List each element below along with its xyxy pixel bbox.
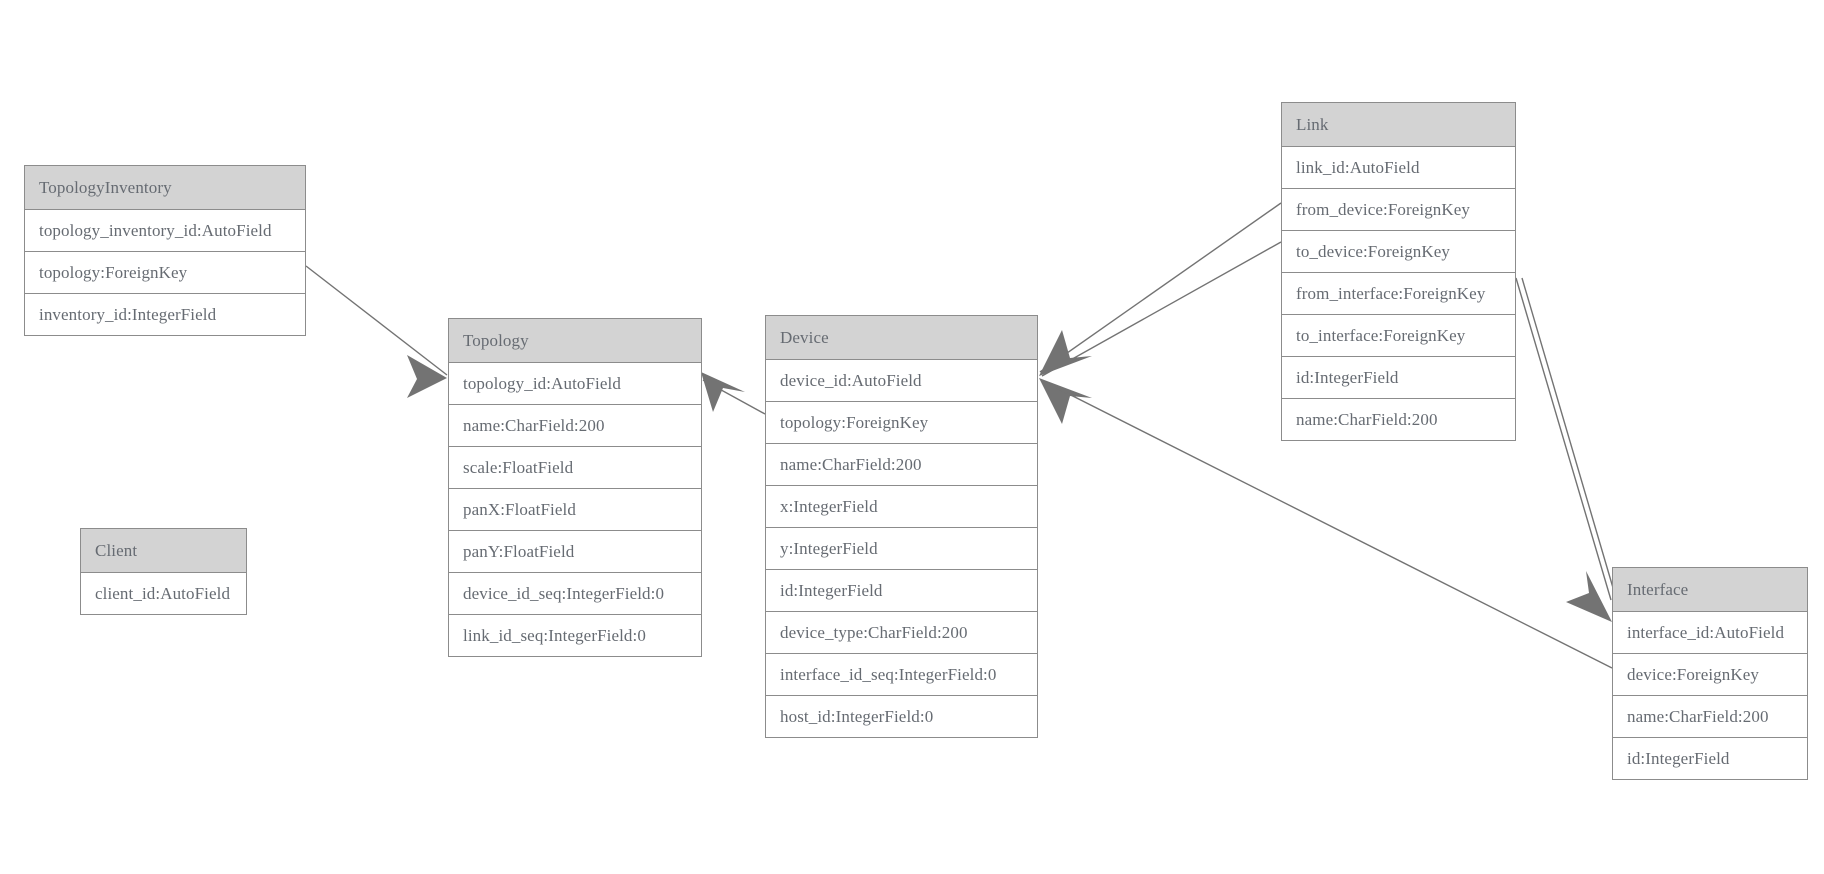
- entity-title-topology: Topology: [449, 319, 701, 363]
- field-row[interactable]: to_interface:ForeignKey: [1282, 314, 1515, 356]
- entity-fields-client: client_id:AutoField: [81, 573, 246, 614]
- field-row[interactable]: device_id:AutoField: [766, 360, 1037, 401]
- entity-interface[interactable]: Interface interface_id:AutoField device:…: [1612, 567, 1808, 780]
- relationship-link-to-device: [1041, 241, 1282, 377]
- entity-title-topology-inventory: TopologyInventory: [25, 166, 305, 210]
- entity-device[interactable]: Device device_id:AutoField topology:Fore…: [765, 315, 1038, 738]
- entity-fields-interface: interface_id:AutoField device:ForeignKey…: [1613, 612, 1807, 779]
- field-row[interactable]: device_id_seq:IntegerField:0: [449, 572, 701, 614]
- field-row[interactable]: id:IntegerField: [766, 569, 1037, 611]
- field-row[interactable]: id:IntegerField: [1282, 356, 1515, 398]
- field-row[interactable]: device_type:CharField:200: [766, 611, 1037, 653]
- entity-topology-inventory[interactable]: TopologyInventory topology_inventory_id:…: [24, 165, 306, 336]
- field-row[interactable]: name:CharField:200: [1613, 695, 1807, 737]
- field-row[interactable]: interface_id:AutoField: [1613, 612, 1807, 653]
- entity-fields-link: link_id:AutoField from_device:ForeignKey…: [1282, 147, 1515, 440]
- entity-title-client: Client: [81, 529, 246, 573]
- relationship-device-topology: [701, 372, 766, 415]
- field-row[interactable]: from_device:ForeignKey: [1282, 188, 1515, 230]
- field-row[interactable]: interface_id_seq:IntegerField:0: [766, 653, 1037, 695]
- entity-title-link: Link: [1282, 103, 1515, 147]
- field-row[interactable]: topology:ForeignKey: [25, 251, 305, 293]
- field-row[interactable]: topology_inventory_id:AutoField: [25, 210, 305, 251]
- entity-fields-device: device_id:AutoField topology:ForeignKey …: [766, 360, 1037, 737]
- relationship-link-to-interface: [1521, 277, 1617, 599]
- relationship-link-from-device: [1039, 202, 1282, 373]
- field-row[interactable]: host_id:IntegerField:0: [766, 695, 1037, 737]
- field-row[interactable]: x:IntegerField: [766, 485, 1037, 527]
- entity-link[interactable]: Link link_id:AutoField from_device:Forei…: [1281, 102, 1516, 441]
- field-row[interactable]: name:CharField:200: [449, 404, 701, 446]
- field-row[interactable]: id:IntegerField: [1613, 737, 1807, 779]
- field-row[interactable]: from_interface:ForeignKey: [1282, 272, 1515, 314]
- field-row[interactable]: to_device:ForeignKey: [1282, 230, 1515, 272]
- entity-title-device: Device: [766, 316, 1037, 360]
- field-row[interactable]: link_id:AutoField: [1282, 147, 1515, 188]
- field-row[interactable]: device:ForeignKey: [1613, 653, 1807, 695]
- field-row[interactable]: name:CharField:200: [1282, 398, 1515, 440]
- arrowhead-device-incoming-lower: [1039, 378, 1092, 424]
- field-row[interactable]: name:CharField:200: [766, 443, 1037, 485]
- field-row[interactable]: topology:ForeignKey: [766, 401, 1037, 443]
- field-row[interactable]: topology_id:AutoField: [449, 363, 701, 404]
- field-row[interactable]: link_id_seq:IntegerField:0: [449, 614, 701, 656]
- field-row[interactable]: panY:FloatField: [449, 530, 701, 572]
- entity-title-interface: Interface: [1613, 568, 1807, 612]
- field-row[interactable]: panX:FloatField: [449, 488, 701, 530]
- entity-fields-topology: topology_id:AutoField name:CharField:200…: [449, 363, 701, 656]
- entity-fields-topology-inventory: topology_inventory_id:AutoField topology…: [25, 210, 305, 335]
- field-row[interactable]: y:IntegerField: [766, 527, 1037, 569]
- entity-client[interactable]: Client client_id:AutoField: [80, 528, 247, 615]
- field-row[interactable]: inventory_id:IntegerField: [25, 293, 305, 335]
- entity-topology[interactable]: Topology topology_id:AutoField name:Char…: [448, 318, 702, 657]
- arrowhead-interface-incoming: [1566, 571, 1612, 622]
- field-row[interactable]: scale:FloatField: [449, 446, 701, 488]
- arrowhead-device-incoming-upper: [1039, 330, 1092, 376]
- relationship-link-from-interface: [1515, 277, 1612, 601]
- field-row[interactable]: client_id:AutoField: [81, 573, 246, 614]
- relationship-topologyinventory-topology: [305, 265, 448, 398]
